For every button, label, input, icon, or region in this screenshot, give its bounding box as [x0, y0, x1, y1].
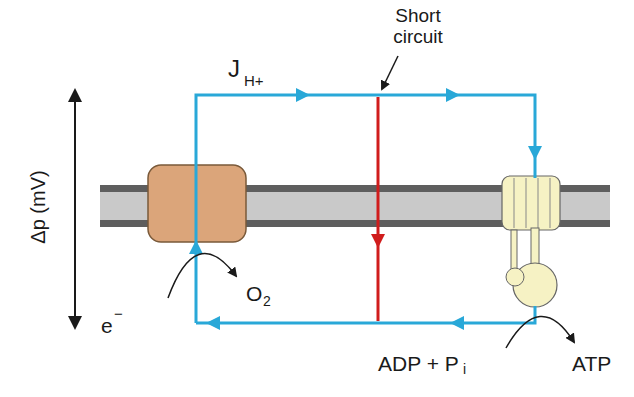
phosphate-subscript: i [463, 362, 466, 377]
axis-label: Δp (mV) [27, 170, 49, 243]
axis-arrowhead [68, 316, 82, 330]
product-label: ATP [572, 352, 611, 375]
circuit-arrowheads [189, 88, 542, 330]
potential-axis [74, 100, 76, 318]
short-circuit-arrowhead [371, 234, 385, 248]
callout-label: Short circuit [370, 6, 466, 48]
atp-synthesis-arrow [506, 316, 574, 348]
proton-circuit [196, 95, 535, 323]
electron-transfer-arrow [168, 254, 236, 298]
oxygen-symbol: O [246, 282, 262, 305]
leader-arrow [382, 56, 398, 89]
short-circuit-line [377, 97, 380, 321]
charge-superscript: − [114, 306, 123, 323]
flux-symbol: J [228, 56, 240, 82]
flux-subscript: H+ [244, 73, 264, 90]
electron-symbol: e [101, 314, 113, 337]
axis-arrowhead [68, 88, 82, 102]
atp-synthase [502, 176, 560, 307]
substrate-label: ADP + P [378, 352, 459, 375]
atom-subscript: 2 [263, 294, 271, 309]
